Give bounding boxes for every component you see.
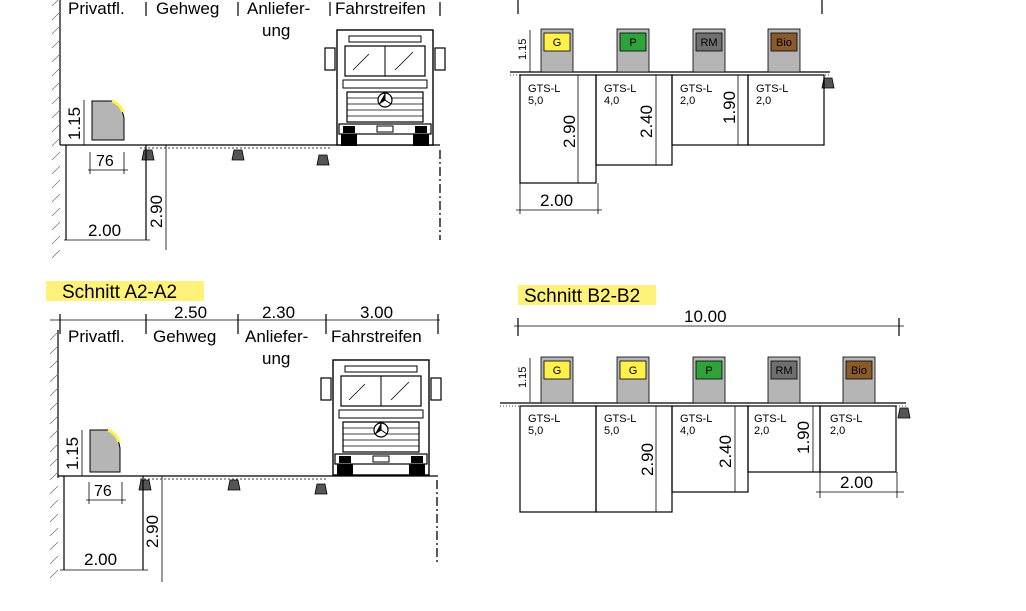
section-title-highlight xyxy=(518,285,656,305)
bin-label: G xyxy=(553,37,562,49)
zone-label-anlieferung: Anliefer- xyxy=(247,0,310,18)
dim-width: 2.00 xyxy=(540,191,573,210)
dim-depth-1: 2.90 xyxy=(560,115,579,148)
dim-width: 2.00 xyxy=(84,550,117,569)
bin-1: G xyxy=(540,28,574,73)
gts-label: GTS-L xyxy=(680,83,712,95)
dim-depth-2: 2.40 xyxy=(637,105,656,138)
gts-volume: 5,0 xyxy=(604,425,619,437)
gts-volume: 2,0 xyxy=(754,425,769,437)
gts-volume: 4,0 xyxy=(604,95,619,107)
bin-label: Bio xyxy=(776,37,792,49)
zone-label-privat: Privatfl. xyxy=(68,0,125,18)
dim-width: 2.00 xyxy=(840,473,873,492)
bin-3: P xyxy=(692,356,726,404)
truck-front-view xyxy=(324,29,446,147)
zone-label-anlieferung-2: ung xyxy=(262,21,290,40)
wall-hatch xyxy=(51,0,61,259)
bin-1: G xyxy=(540,356,574,404)
gts-label: GTS-L xyxy=(528,413,560,425)
dim-h-bin: 1.15 xyxy=(63,437,82,470)
dim-value: 3.00 xyxy=(360,303,393,322)
zone-label-fahrstreifen: Fahrstreifen xyxy=(331,327,422,346)
dim-depth-4: 1.90 xyxy=(794,421,813,454)
dim-depth-3: 1.90 xyxy=(720,91,739,124)
gts-volume: 5,0 xyxy=(528,95,543,107)
bin-4: Bio xyxy=(767,28,801,73)
gts-volume: 2,0 xyxy=(756,95,771,107)
bin-3: RM xyxy=(692,28,726,73)
bin-4: RM xyxy=(767,356,801,404)
curb-chock xyxy=(316,154,330,166)
dim-value: 2.50 xyxy=(174,303,207,322)
curb-chock xyxy=(138,479,152,491)
gts-label: GTS-L xyxy=(604,83,636,95)
dim-h-bin: 1.15 xyxy=(517,367,529,388)
bin-label: G xyxy=(629,365,638,377)
gts-volume: 2,0 xyxy=(830,425,845,437)
section-title: Schnitt A2-A2 xyxy=(62,282,177,303)
dim-width: 2.00 xyxy=(88,221,121,240)
curb-chock xyxy=(897,407,911,419)
pit-4 xyxy=(747,74,825,146)
bin-label: RM xyxy=(700,37,717,49)
bin-2: P xyxy=(616,28,650,73)
bin-label: G xyxy=(553,365,562,377)
section-title-highlight xyxy=(46,281,204,301)
gts-volume: 4,0 xyxy=(680,425,695,437)
zone-label-gehweg: Gehweg xyxy=(156,0,219,18)
zone-label-anlieferung: Anliefer- xyxy=(245,327,308,346)
zone-label-privat: Privatfl. xyxy=(68,327,125,346)
curb-chock xyxy=(227,479,241,491)
zone-label-anlieferung-2: ung xyxy=(262,349,290,368)
dim-depth: 2.90 xyxy=(143,515,162,548)
gts-label: GTS-L xyxy=(754,413,786,425)
dim-depth: 2.90 xyxy=(147,195,166,228)
top-right-section: 1.15 G P RM Bio GTS-L xyxy=(510,0,835,214)
section-a2: Schnitt A2-A2 2.50 2.30 3.00 Privatfl. G… xyxy=(46,281,442,582)
gts-label: GTS-L xyxy=(604,413,636,425)
dim-small-width: 76 xyxy=(94,483,112,500)
bin-label: RM xyxy=(775,365,792,377)
gts-label: GTS-L xyxy=(528,83,560,95)
gts-volume: 2,0 xyxy=(680,95,695,107)
pit-5 xyxy=(819,405,897,473)
gts-label: GTS-L xyxy=(830,413,862,425)
dim-h-bin: 1.15 xyxy=(517,39,529,60)
zone-label-fahrstreifen: Fahrstreifen xyxy=(335,0,426,18)
bin-label: P xyxy=(629,37,636,49)
curb-chock xyxy=(314,483,328,495)
dim-depth-2: 2.90 xyxy=(638,443,657,476)
zone-label-gehweg: Gehweg xyxy=(153,327,216,346)
dim-total: 10.00 xyxy=(684,307,727,326)
gts-volume: 5,0 xyxy=(528,425,543,437)
gts-label: GTS-L xyxy=(756,83,788,95)
dim-small-width: 76 xyxy=(96,153,114,170)
truck-front-view xyxy=(320,359,442,477)
bin-label: Bio xyxy=(851,365,867,377)
dim-depth-3: 2.40 xyxy=(716,435,735,468)
curb-chock xyxy=(141,149,155,161)
dim-value: 2.30 xyxy=(262,303,295,322)
section-b2: Schnitt B2-B2 10.00 1.15 G G P RM xyxy=(500,285,911,513)
bin-2: G xyxy=(616,356,650,404)
wall-hatch xyxy=(49,330,59,579)
top-left-section: Privatfl. Gehweg Anliefer- ung Fahrstrei… xyxy=(51,0,446,259)
section-title: Schnitt B2-B2 xyxy=(524,286,640,307)
curb-chock xyxy=(231,149,245,161)
gts-label: GTS-L xyxy=(680,413,712,425)
bin-label: P xyxy=(705,365,712,377)
bin-5: Bio xyxy=(842,356,876,404)
dim-h-bin: 1.15 xyxy=(65,107,84,140)
